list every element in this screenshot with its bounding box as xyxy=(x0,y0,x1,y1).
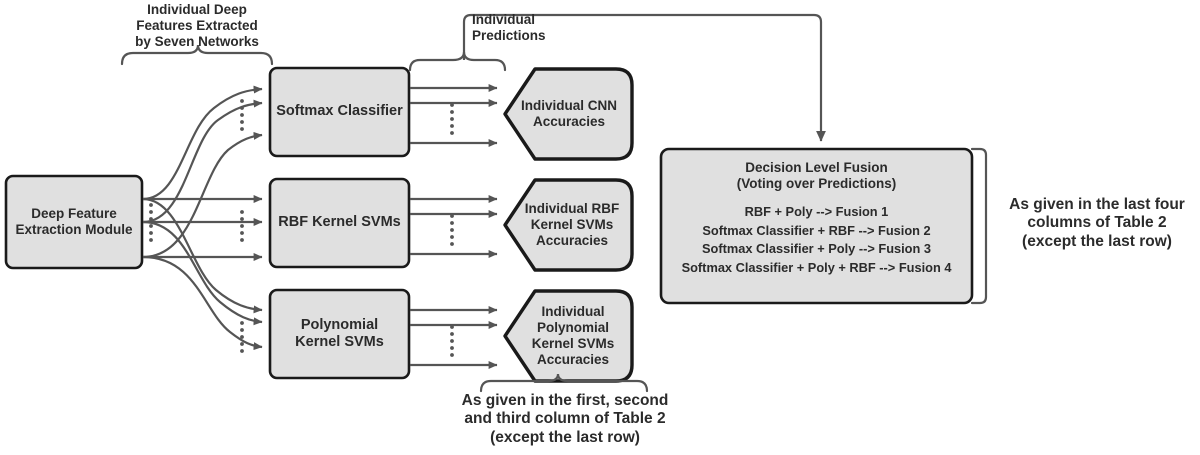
fusion-rules-list: RBF + Poly --> Fusion 1 Softmax Classifi… xyxy=(661,203,972,277)
classifier-to-accuracy-arrows xyxy=(410,84,498,369)
braces xyxy=(120,44,988,393)
fusion-rule-item: Softmax Classifier + RBF --> Fusion 2 xyxy=(702,222,931,238)
ellipsis-dots xyxy=(149,99,454,357)
bottom-brace xyxy=(479,373,649,393)
individual-cnn-accuracies-shape xyxy=(503,67,634,161)
fusion-rule-item: Softmax Classifier + Poly --> Fusion 3 xyxy=(702,241,931,257)
ellipsis-left-col xyxy=(149,99,244,353)
decision-level-fusion-shape xyxy=(659,147,974,305)
feature-fanout-arrows xyxy=(142,85,263,351)
features-brace xyxy=(120,44,274,66)
rbf-kernel-svms-shape xyxy=(268,177,411,269)
node-shapes xyxy=(4,66,974,383)
fusion-rule-item: Softmax Classifier + Poly + RBF --> Fusi… xyxy=(681,259,952,275)
right-bracket xyxy=(970,147,988,305)
predictions-brace xyxy=(408,51,507,72)
polynomial-kernel-svms-shape xyxy=(268,288,411,380)
individual-rbf-accuracies-shape xyxy=(503,178,634,272)
individual-polynomial-accuracies-shape xyxy=(503,289,634,383)
fusion-rule-item: RBF + Poly --> Fusion 1 xyxy=(744,204,889,219)
ellipsis-right-col xyxy=(450,103,454,357)
softmax-classifier-shape xyxy=(268,66,411,158)
deep-feature-extraction-module-shape xyxy=(4,174,144,270)
predictions-to-fusion-connector xyxy=(462,13,826,142)
